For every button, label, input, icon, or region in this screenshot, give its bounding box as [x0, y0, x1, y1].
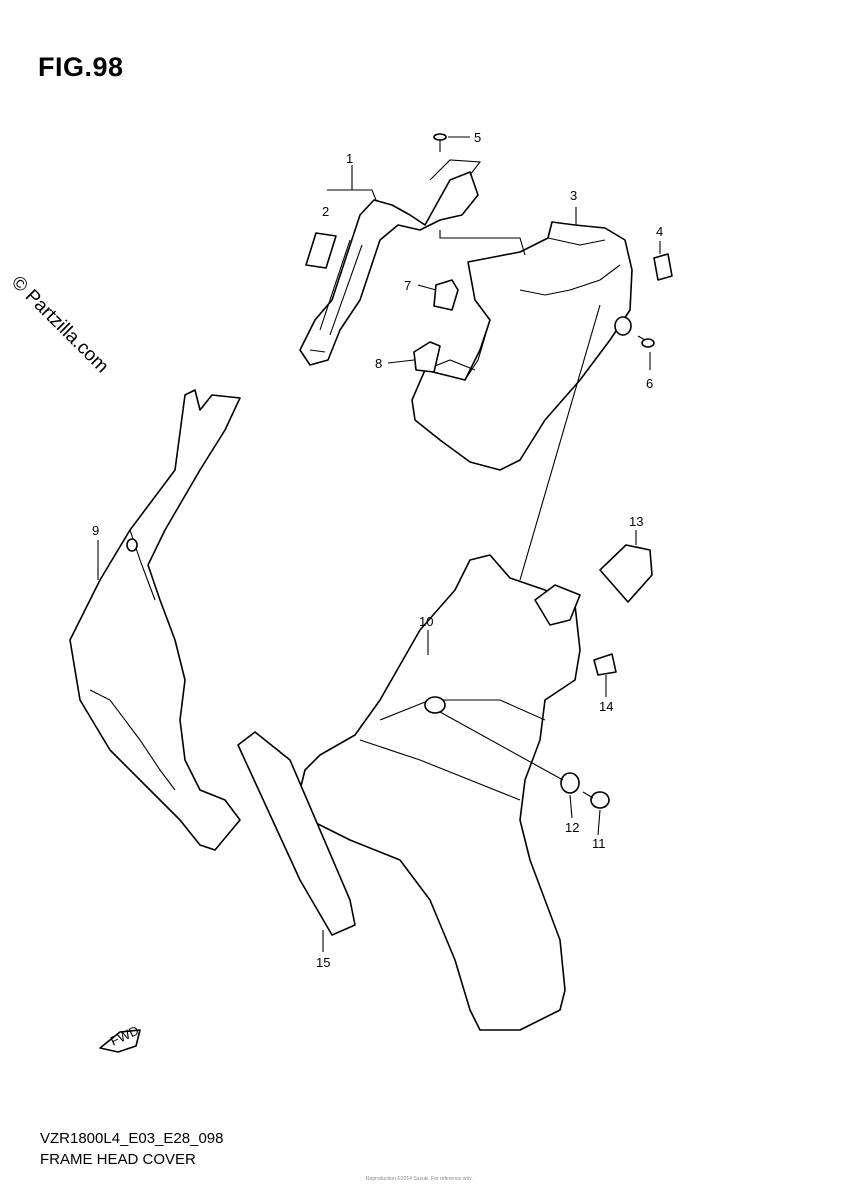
figure-caption: FRAME HEAD COVER [40, 1151, 196, 1168]
callout-2: 2 [322, 204, 329, 219]
part-9-left-cover [69, 389, 241, 851]
part-5-screw [433, 133, 447, 152]
callout-12: 12 [565, 820, 579, 835]
callout-6: 6 [646, 376, 653, 391]
part-4-pad [653, 253, 673, 281]
part-12-grommet [560, 772, 580, 794]
model-code: VZR1800L4_E03_E28_098 [40, 1130, 224, 1147]
copyright-note: Reproduction ©2014 Suzuki. For reference… [366, 1176, 473, 1182]
fwd-arrow-icon: FWD [99, 1023, 141, 1053]
part-15-strip [237, 731, 356, 936]
part-3-upper-cover [411, 221, 633, 471]
part-2-pad [305, 232, 337, 269]
callout-10: 10 [419, 614, 433, 629]
part-10-main-cover [299, 554, 581, 1031]
part-11-screw [582, 791, 610, 809]
part-7-pad [433, 279, 459, 311]
part-14-pad [593, 653, 617, 676]
part-6-screw [637, 335, 655, 348]
callout-4: 4 [656, 224, 663, 239]
callout-8: 8 [375, 356, 382, 371]
callout-5: 5 [474, 130, 481, 145]
grommet-upper [614, 316, 632, 336]
callout-1: 1 [346, 151, 353, 166]
callout-9: 9 [92, 523, 99, 538]
callout-13: 13 [629, 514, 643, 529]
part-13-pad [599, 544, 653, 603]
callout-14: 14 [599, 699, 613, 714]
callout-11: 11 [592, 836, 606, 851]
callout-labels: 1 2 3 4 5 6 7 8 9 10 11 12 13 14 15 [92, 130, 663, 970]
leader-lines [97, 136, 661, 952]
figure-title: FIG.98 [38, 52, 124, 82]
callout-7: 7 [404, 278, 411, 293]
callout-15: 15 [316, 955, 330, 970]
callout-3: 3 [570, 188, 577, 203]
part-8-pad [413, 341, 441, 373]
part-1-bracket [299, 159, 482, 366]
